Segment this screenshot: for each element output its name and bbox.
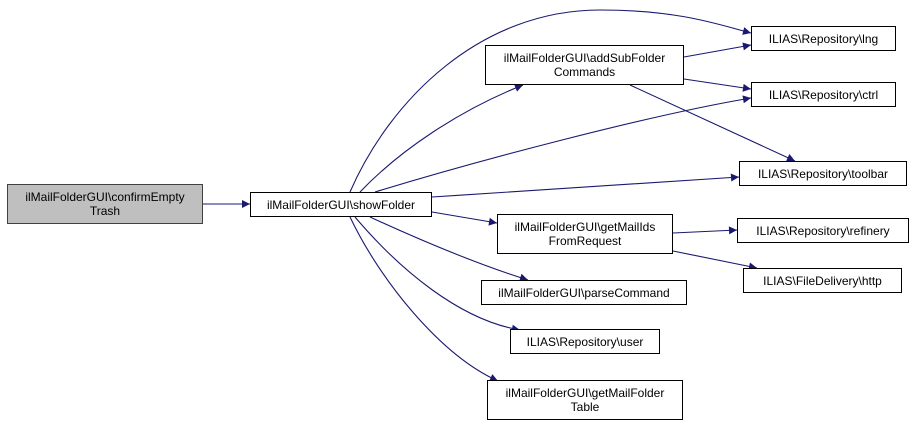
edge-showFolder-to-addSubFolderCommands [359,84,524,193]
node-showFolder[interactable]: ilMailFolderGUI\showFolder [250,192,432,217]
node-toolbar[interactable]: ILIAS\Repository\toolbar [739,161,907,186]
node-refinery[interactable]: ILIAS\Repository\refinery [737,218,909,243]
edge-addSubFolderCommands-to-ctrl [683,78,752,92]
edge-getMailIdsFromRequest-to-http [672,250,758,271]
edge-showFolder-to-user [354,216,521,333]
node-lng[interactable]: ILIAS\Repository\lng [751,26,896,51]
node-addSubFolderCommands[interactable]: ilMailFolderGUI\addSubFolder Commands [485,45,684,85]
node-ctrl[interactable]: ILIAS\Repository\ctrl [751,82,896,107]
node-getMailFolderTable[interactable]: ilMailFolderGUI\getMailFolder Table [487,380,683,420]
node-user[interactable]: ILIAS\Repository\user [510,329,660,354]
edge-addSubFolderCommands-to-toolbar [629,84,796,162]
edge-showFolder-to-lng [349,9,752,193]
node-http[interactable]: ILIAS\FileDelivery\http [743,268,902,293]
node-getMailIdsFromRequest[interactable]: ilMailFolderGUI\getMailIds FromRequest [497,214,673,254]
edge-getMailIdsFromRequest-to-refinery [672,226,738,235]
edge-addSubFolderCommands-to-lng [683,42,752,58]
node-parseCommand[interactable]: ilMailFolderGUI\parseCommand [481,280,687,305]
edge-showFolder-to-ctrl [374,95,752,193]
edge-showFolder-to-toolbar [431,173,740,198]
node-confirmEmptyTrash[interactable]: ilMailFolderGUI\confirmEmpty Trash [7,184,203,224]
edge-showFolder-to-parseCommand [369,216,529,282]
edge-showFolder-to-getMailIdsFromRequest [431,211,498,226]
edge-showFolder-to-getMailFolderTable [349,216,499,382]
